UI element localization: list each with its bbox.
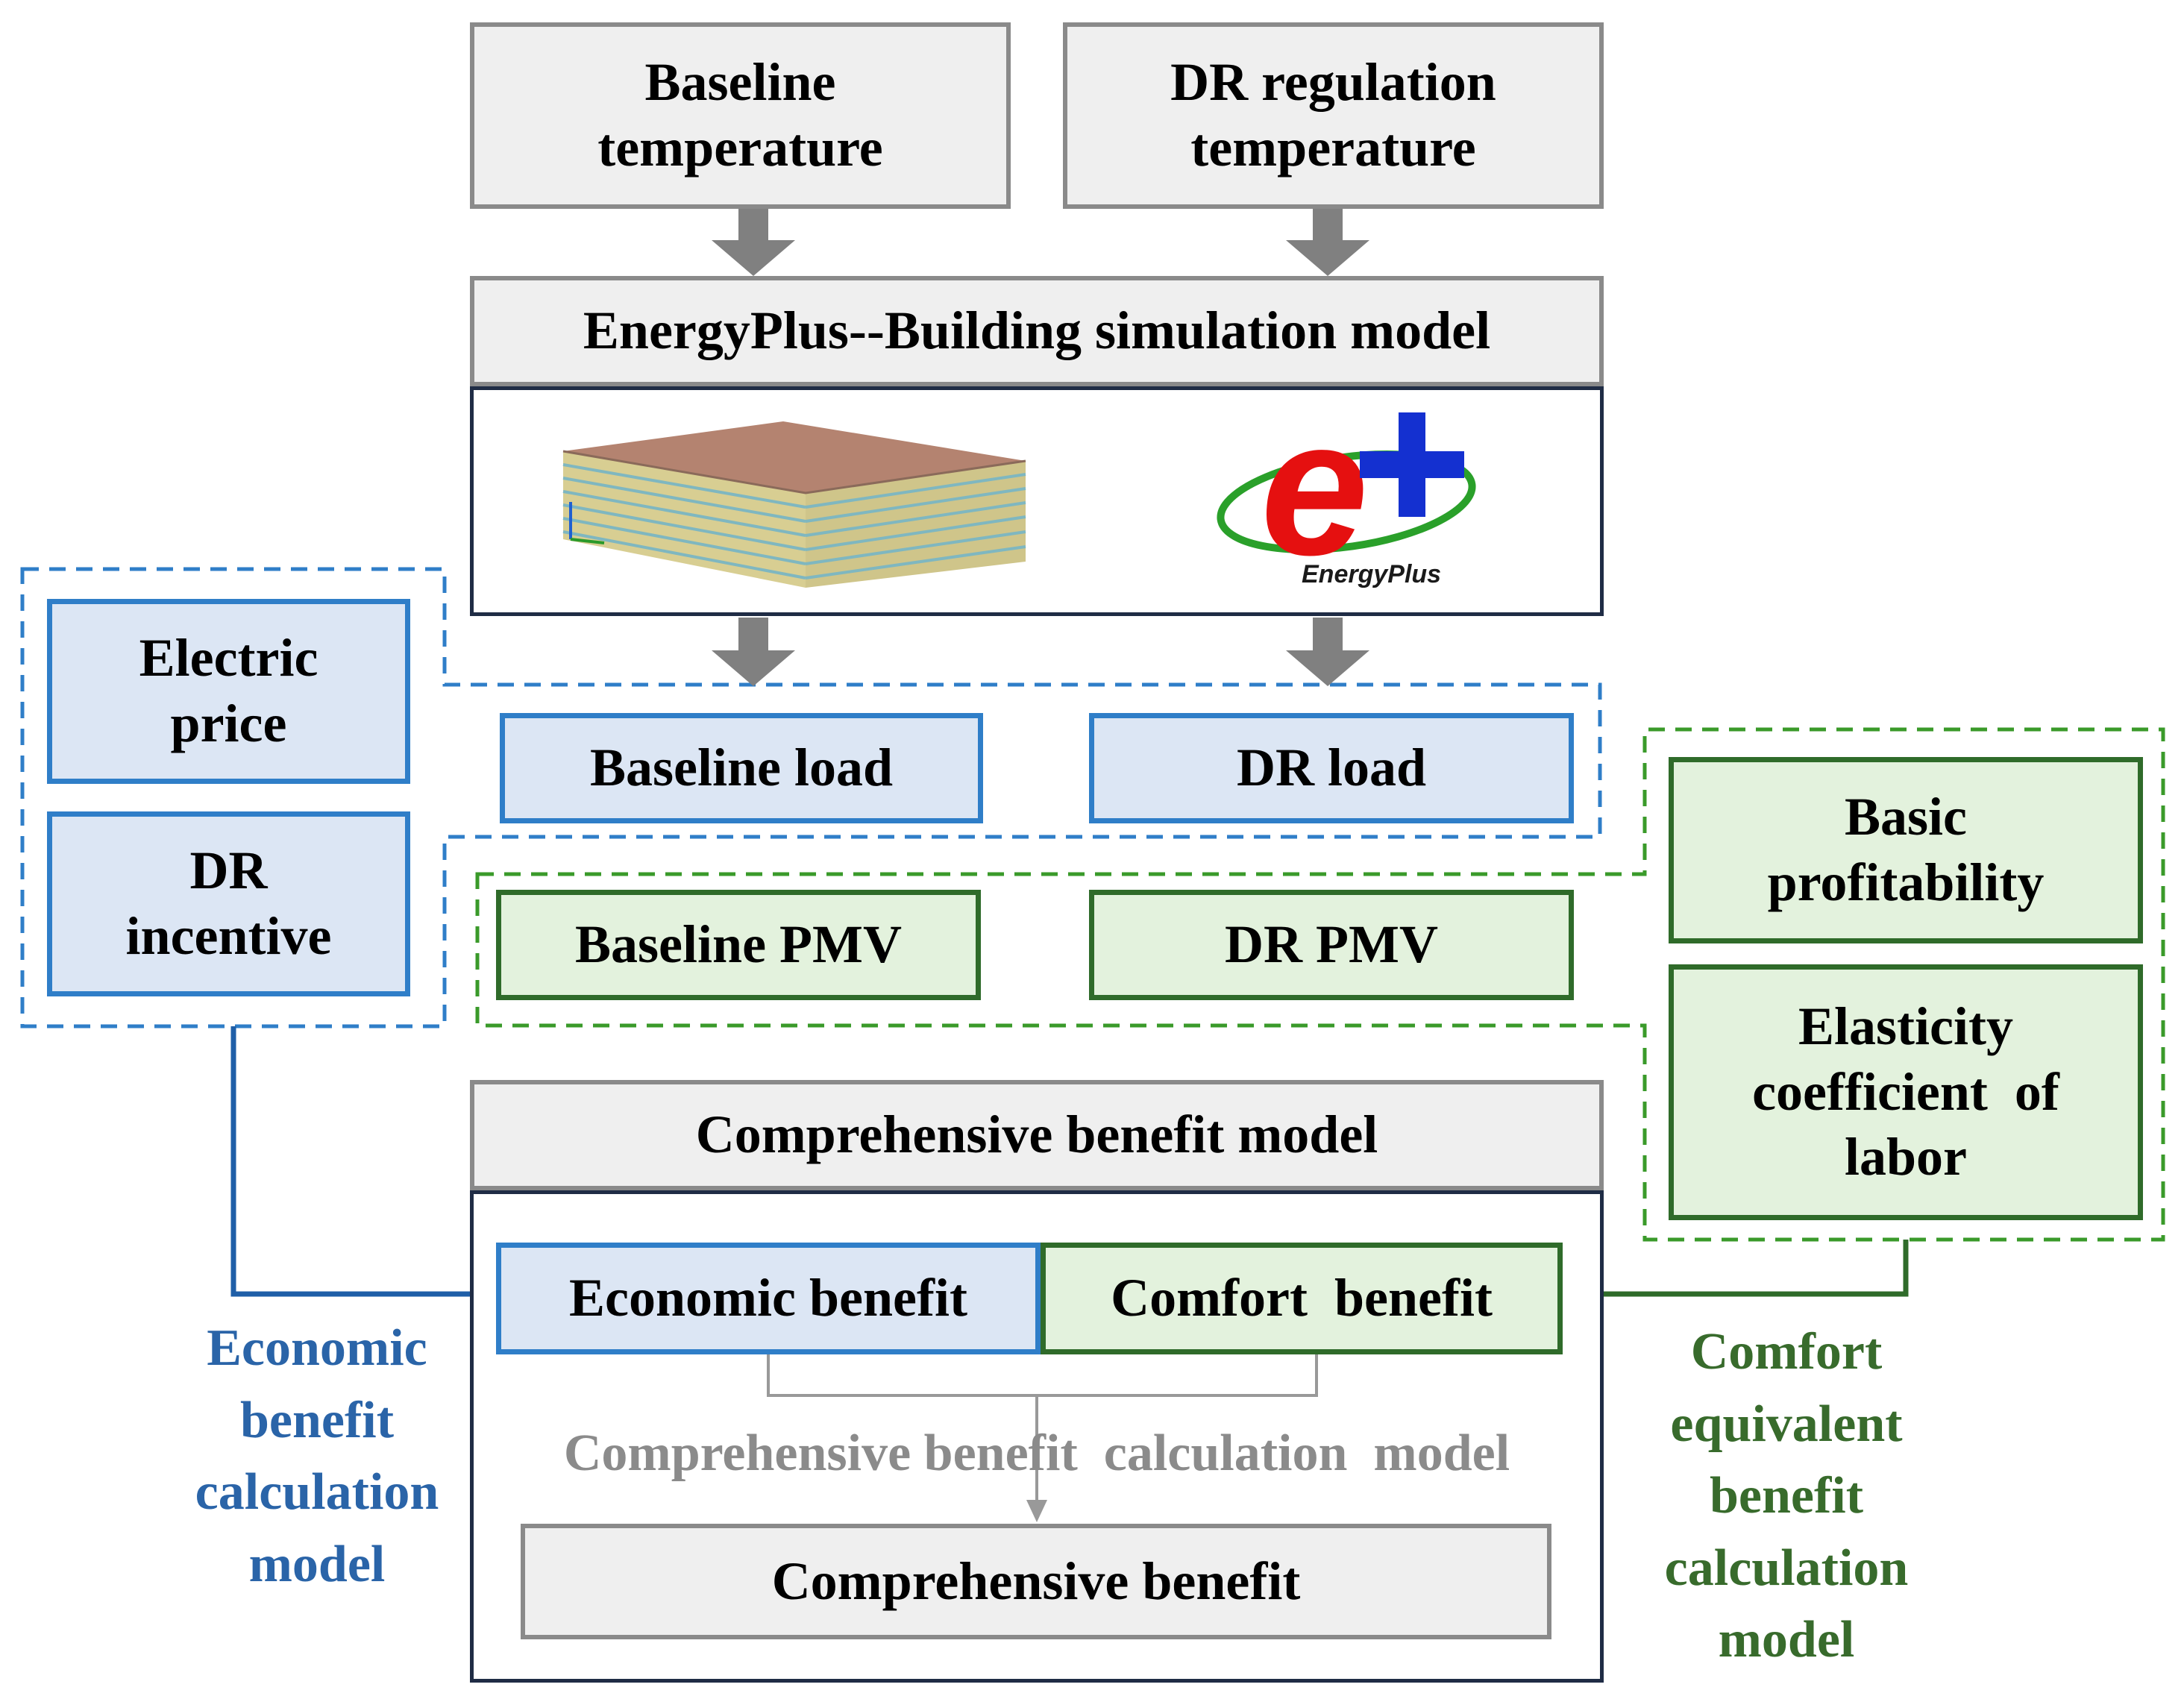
simulation-model-body: e EnergyPlus [470,386,1604,616]
baseline-temperature-label: Baseline temperature [597,52,883,178]
economic-connector-line [230,1026,477,1297]
energyplus-logo-text: EnergyPlus [1302,560,1441,588]
dr-load-box: DR load [1089,713,1574,823]
benefit-model-body: Economic benefit Comfort benefit Compreh… [470,1190,1604,1683]
baseline-pmv-box: Baseline PMV [496,890,981,1000]
elasticity-coefficient-label: Elasticity coefficient of labor [1752,996,2059,1187]
baseline-pmv-label: Baseline PMV [575,914,902,975]
electric-price-label: Electric price [139,628,318,753]
simulation-model-title: EnergyPlus--Building simulation model [583,301,1491,361]
benefit-model-title: Comprehensive benefit model [695,1105,1378,1165]
dr-regulation-temperature-box: DR regulation temperature [1063,22,1604,209]
benefit-model-header: Comprehensive benefit model [470,1080,1604,1190]
dr-incentive-box: DR incentive [47,811,410,996]
calculation-model-label: Comprehensive benefit calculation model [563,1425,1510,1482]
simulation-model-header: EnergyPlus--Building simulation model [470,276,1604,386]
dr-pmv-box: DR PMV [1089,890,1574,1000]
arrow-sim-dr-down [1286,618,1369,686]
dr-pmv-label: DR PMV [1225,914,1438,975]
electric-price-box: Electric price [47,599,410,784]
comfort-benefit-box: Comfort benefit [1041,1243,1563,1354]
baseline-load-box: Baseline load [500,713,983,823]
economic-benefit-label: Economic benefit [569,1268,967,1328]
economic-benefit-box: Economic benefit [496,1243,1041,1354]
basic-profitability-box: Basic profitability [1669,757,2143,943]
baseline-temperature-box: Baseline temperature [470,22,1011,209]
dr-incentive-label: DR incentive [125,841,332,966]
building-model-image [562,421,1026,588]
comprehensive-benefit-box: Comprehensive benefit [521,1524,1551,1639]
basic-profitability-label: Basic profitability [1767,787,2045,912]
arrow-dr-temp-down [1286,207,1369,276]
dr-regulation-temperature-label: DR regulation temperature [1170,52,1496,178]
comfort-model-label: Comfort equivalent benefit calculation m… [1664,1323,1909,1669]
economic-group-outline [20,567,1602,1028]
benefit-tree-lines [767,1351,1318,1522]
energyplus-logo: e EnergyPlus [1217,390,1476,596]
comfort-group-outline [475,727,2165,1242]
elasticity-coefficient-box: Elasticity coefficient of labor [1669,964,2143,1220]
comprehensive-benefit-label: Comprehensive benefit [771,1551,1301,1611]
svg-text:e: e [1261,390,1369,596]
comfort-connector-line [1592,1240,1909,1297]
dr-load-label: DR load [1236,738,1427,798]
baseline-load-label: Baseline load [589,738,894,798]
economic-model-label: Economic benefit calculation model [195,1319,439,1593]
arrow-sim-baseline-down [712,618,795,686]
arrow-baseline-temp-down [712,207,795,276]
comfort-benefit-label: Comfort benefit [1111,1268,1493,1328]
